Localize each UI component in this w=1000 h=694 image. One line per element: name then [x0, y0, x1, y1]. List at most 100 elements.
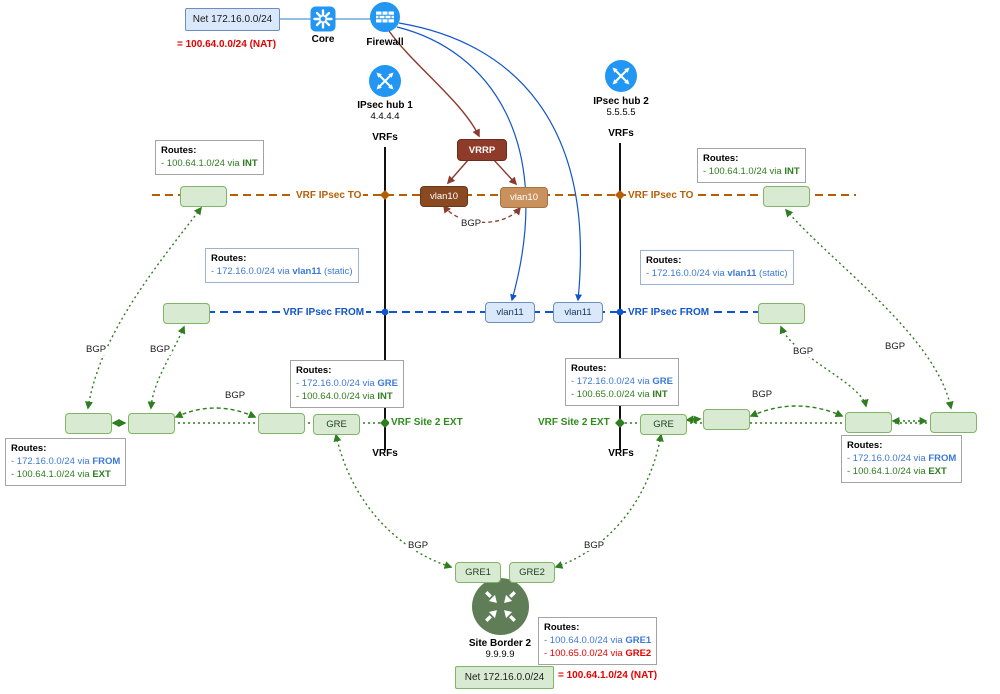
- routes-title: Routes:: [296, 365, 332, 376]
- route-text: - 172.16.0.0/24 via: [11, 456, 93, 467]
- bgp-curve-bottom-left: [333, 433, 453, 569]
- vlan11-left-node: vlan11: [485, 302, 535, 323]
- routes-title: Routes:: [847, 440, 883, 451]
- vrrp-node: VRRP: [457, 139, 507, 161]
- route-entry: - 100.65.0.0/24 via GRE2: [544, 647, 651, 660]
- routes-box-bottom-left: Routes: - 172.16.0.0/24 via FROM - 100.6…: [5, 438, 127, 486]
- bgp-label-right-inner: BGP: [792, 346, 815, 357]
- vlan10-right-node: vlan10: [500, 187, 548, 208]
- interface-box-ext-r2: [845, 412, 892, 433]
- vrf-ipsec-from-label-right: VRF IPsec FROM: [626, 306, 712, 319]
- route-next-hop: EXT: [92, 469, 111, 480]
- bgp-label-right-outer: BGP: [884, 341, 907, 352]
- bgp-label-bottom-right: BGP: [583, 540, 606, 551]
- ipsec-hub2-icon: [605, 60, 637, 95]
- interface-box-ext-l3: [258, 413, 305, 434]
- routes-box-mid-right: Routes: - 172.16.0.0/24 via vlan11 (stat…: [640, 250, 794, 285]
- interface-box-from-left: [163, 303, 210, 324]
- hub2-vrfs-top: VRFs: [608, 128, 634, 139]
- gre-left-node: GRE: [313, 414, 360, 435]
- vrf-ipsec-to-label-right: VRF IPsec TO: [626, 189, 696, 202]
- gre1-node: GRE1: [455, 562, 501, 583]
- interface-box-to-left: [180, 186, 227, 207]
- core-icon: [310, 6, 336, 35]
- vrf-site2-ext-label-left: VRF Site 2 EXT: [389, 416, 465, 429]
- to-line-junction-hub1: [380, 190, 390, 200]
- routes-title: Routes:: [11, 443, 47, 454]
- bgp-label-left-outer: BGP: [85, 344, 108, 355]
- routes-title: Routes:: [161, 145, 197, 156]
- bgp-curve-bottom-right: [554, 433, 664, 569]
- hub2-name: IPsec hub 2: [593, 96, 649, 107]
- ext-line-junction-hub2: [615, 418, 625, 428]
- vrf-ipsec-from-label-left: VRF IPsec FROM: [281, 306, 367, 319]
- route-text: - 100.64.1.0/24 via: [703, 166, 785, 177]
- ext-line-junction-hub1: [380, 418, 390, 428]
- site-border2-ip: 9.9.9.9: [485, 649, 515, 660]
- bgp-label-bottom-left: BGP: [407, 540, 430, 551]
- routes-box-site-border: Routes: - 100.64.0.0/24 via GRE1 - 100.6…: [538, 617, 658, 665]
- net-box-top: Net 172.16.0.0/24: [185, 8, 280, 31]
- site-border2-name: Site Border 2: [468, 638, 532, 649]
- firewall-vlan11-left-curve: [396, 26, 527, 302]
- vlan11-right-node: vlan11: [553, 302, 603, 323]
- bgp-label-ext-left: BGP: [224, 390, 247, 401]
- route-next-hop: INT: [242, 158, 258, 169]
- route-entry: - 172.16.0.0/24 via GRE: [296, 377, 398, 390]
- interface-box-ext-r1: [703, 409, 750, 430]
- route-text: (static): [756, 268, 788, 279]
- vrf-site2-ext-label-right: VRF Site 2 EXT: [536, 416, 612, 429]
- route-next-hop: FROM: [92, 456, 121, 467]
- vrf-ipsec-to-label-left: VRF IPsec TO: [294, 189, 364, 202]
- bgp-label-left-inner: BGP: [149, 344, 172, 355]
- vlan10-left-node: vlan10: [420, 186, 468, 207]
- interface-box-ext-r3: [930, 412, 977, 433]
- bgp-curve-left-inner: [147, 325, 186, 410]
- hub1-vrfs-bottom: VRFs: [372, 448, 398, 459]
- route-next-hop: GRE1: [625, 635, 652, 646]
- to-line-junction-hub2: [615, 190, 625, 200]
- route-text: - 100.64.0.0/24 via: [544, 635, 626, 646]
- route-text: - 100.64.0.0/24 via: [296, 391, 378, 402]
- route-next-hop: GRE: [377, 378, 398, 389]
- gre2-node: GRE2: [509, 562, 555, 583]
- from-line-junction-hub1: [381, 308, 389, 316]
- route-next-hop: EXT: [928, 466, 947, 477]
- route-entry: - 100.64.1.0/24 via INT: [703, 165, 800, 178]
- nat-label-bottom: = 100.64.1.0/24 (NAT): [558, 670, 658, 681]
- bgp-curve-right-inner: [779, 325, 869, 408]
- interface-box-ext-l2: [128, 413, 175, 434]
- net-box-bottom: Net 172.16.0.0/24: [455, 666, 554, 689]
- route-text: (static): [321, 266, 353, 277]
- route-text: - 172.16.0.0/24 via: [296, 378, 378, 389]
- site-border2-icon: [472, 578, 529, 638]
- route-entry: - 172.16.0.0/24 via GRE: [571, 375, 673, 388]
- bgp-arc-ext-left: [174, 407, 257, 419]
- route-entry: - 100.64.1.0/24 via INT: [161, 157, 258, 170]
- from-line-junction-hub2: [616, 308, 624, 316]
- route-text: - 172.16.0.0/24 via: [211, 266, 293, 277]
- route-entry: - 172.16.0.0/24 via vlan11 (static): [646, 267, 788, 280]
- routes-box-ext-left: Routes: - 172.16.0.0/24 via GRE - 100.64…: [290, 360, 404, 408]
- route-entry: - 100.64.1.0/24 via EXT: [11, 468, 120, 481]
- bgp-label-vlan10: BGP: [460, 218, 483, 229]
- ipsec-hub1-icon: [369, 65, 401, 100]
- firewall-vlan11-right-curve: [398, 22, 583, 302]
- firewall-icon: [370, 2, 400, 35]
- route-text: - 100.64.1.0/24 via: [847, 466, 929, 477]
- interface-box-ext-l1: [65, 413, 112, 434]
- bgp-label-ext-right: BGP: [751, 389, 774, 400]
- bgp-curve-right-outer: [784, 208, 954, 410]
- vrrp-vlan10-left-link: [446, 158, 470, 185]
- nat-label-top: = 100.64.0.0/24 (NAT): [177, 39, 277, 50]
- routes-title: Routes:: [544, 622, 580, 633]
- interface-box-to-right: [763, 186, 810, 207]
- route-next-hop: INT: [652, 389, 668, 400]
- ext-right-arrow-segment-1: [685, 415, 702, 424]
- core-label: Core: [311, 34, 335, 45]
- route-entry: - 172.16.0.0/24 via vlan11 (static): [211, 265, 353, 278]
- route-text: - 172.16.0.0/24 via: [847, 453, 929, 464]
- route-entry: - 172.16.0.0/24 via FROM: [847, 452, 956, 465]
